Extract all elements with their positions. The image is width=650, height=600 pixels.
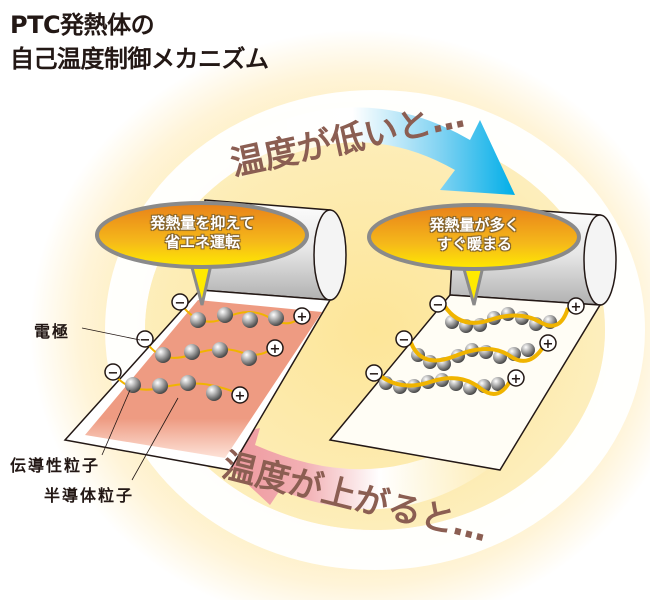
svg-text:−: − — [108, 366, 119, 381]
svg-text:+: + — [543, 337, 554, 352]
svg-text:+: + — [235, 389, 246, 404]
leader-lines — [81, 327, 179, 481]
semiconductor-particles-label: 半導体粒子 — [44, 486, 135, 505]
svg-text:+: + — [297, 310, 308, 325]
svg-text:−: − — [433, 298, 444, 313]
svg-text:−: − — [399, 333, 410, 348]
svg-text:−: − — [175, 296, 186, 311]
svg-text:+: + — [571, 300, 582, 315]
page-title: PTC発熱体の 自己温度制御メカニズム — [10, 8, 269, 76]
left-bubble-text: 発熱量を抑えて 省エネ運転 — [150, 214, 255, 251]
cycle-arrow-low-temp — [220, 107, 515, 195]
electrode-markers: − − − + + + − − − + + + — [104, 293, 585, 404]
left-speech-bubble — [95, 201, 309, 306]
svg-text:+: + — [270, 342, 281, 357]
electrode-label: 電極 — [34, 322, 71, 341]
svg-text:+: + — [511, 372, 522, 387]
right-bubble-text: 発熱量が多く すぐ暖まる — [429, 216, 520, 253]
title-line-1: PTC発熱体の — [10, 11, 155, 39]
conductive-particles-label: 伝導性粒子 — [10, 456, 101, 475]
svg-text:−: − — [140, 333, 151, 348]
title-line-2: 自己温度制御メカニズム — [10, 45, 269, 73]
svg-text:−: − — [369, 367, 380, 382]
right-speech-bubble — [367, 203, 581, 306]
cycle-arrow-high-temp — [200, 428, 500, 510]
